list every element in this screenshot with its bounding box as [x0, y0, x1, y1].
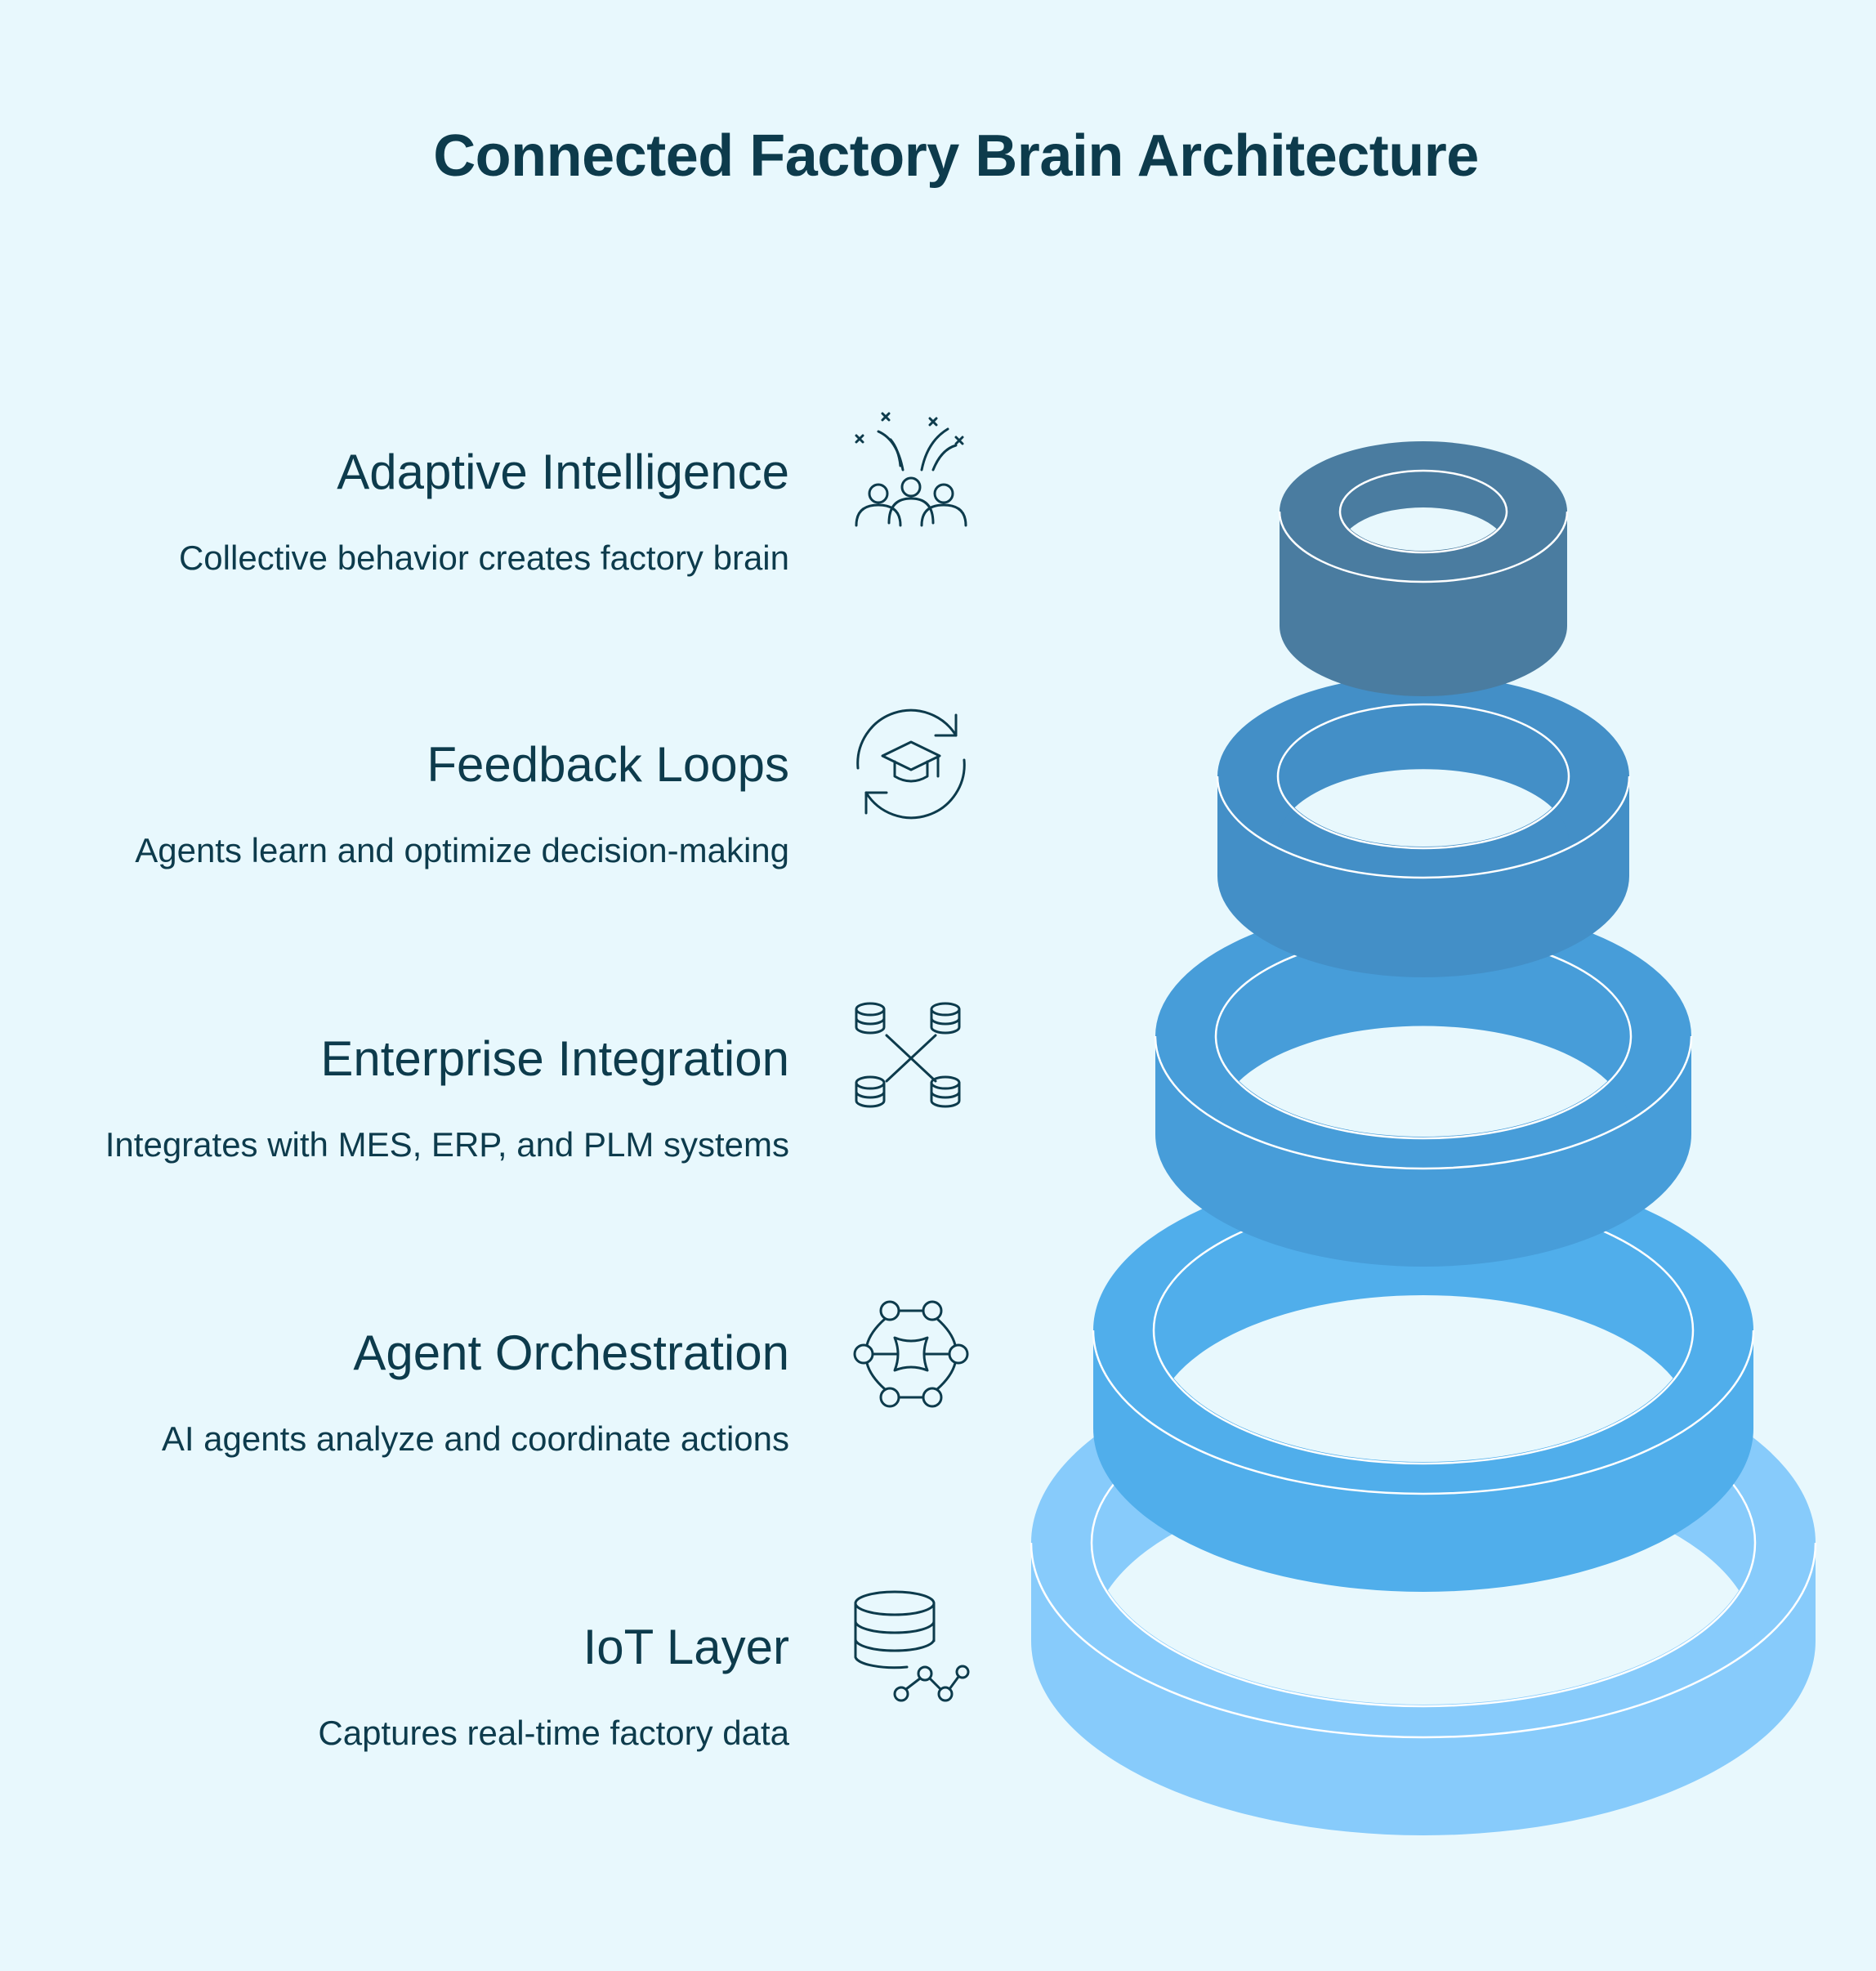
layer-title: IoT Layer	[583, 1620, 789, 1674]
people-celebration-icon	[850, 409, 972, 531]
database-network-icon	[854, 1001, 968, 1115]
layer-feedback-loops: Feedback Loops Agents learn and optimize…	[0, 740, 789, 868]
layer-description: AI agents analyze and coordinate actions	[161, 1419, 789, 1458]
layer-description: Agents learn and optimize decision-makin…	[135, 831, 789, 869]
layer-title: Feedback Loops	[427, 737, 789, 792]
layer-enterprise-integration: Enterprise Integration Integrates with M…	[0, 1035, 789, 1162]
layer-description: Integrates with MES, ERP, and PLM system…	[105, 1125, 789, 1164]
ring-1	[1278, 441, 1569, 696]
graduation-cap-cycle-icon	[850, 703, 972, 825]
layer-description: Collective behavior creates factory brai…	[178, 539, 789, 577]
layer-iot: IoT Layer Captures real-time factory dat…	[0, 1623, 789, 1750]
layer-title: Adaptive Intelligence	[337, 445, 789, 499]
layer-description: Captures real-time factory data	[318, 1714, 789, 1752]
layer-agent-orchestration: Agent Orchestration AI agents analyze an…	[0, 1329, 789, 1456]
layer-title: Agent Orchestration	[353, 1325, 789, 1380]
database-chart-icon	[854, 1590, 970, 1706]
ring-2	[1216, 675, 1631, 977]
page-title: Connected Factory Brain Architecture	[433, 123, 1479, 189]
layer-title: Enterprise Integration	[320, 1031, 789, 1086]
layer-adaptive-intelligence: Adaptive Intelligence Collective behavio…	[0, 448, 789, 575]
ring-4	[1092, 1167, 1755, 1592]
agent-network-icon	[853, 1299, 969, 1414]
ring-3	[1154, 904, 1693, 1267]
